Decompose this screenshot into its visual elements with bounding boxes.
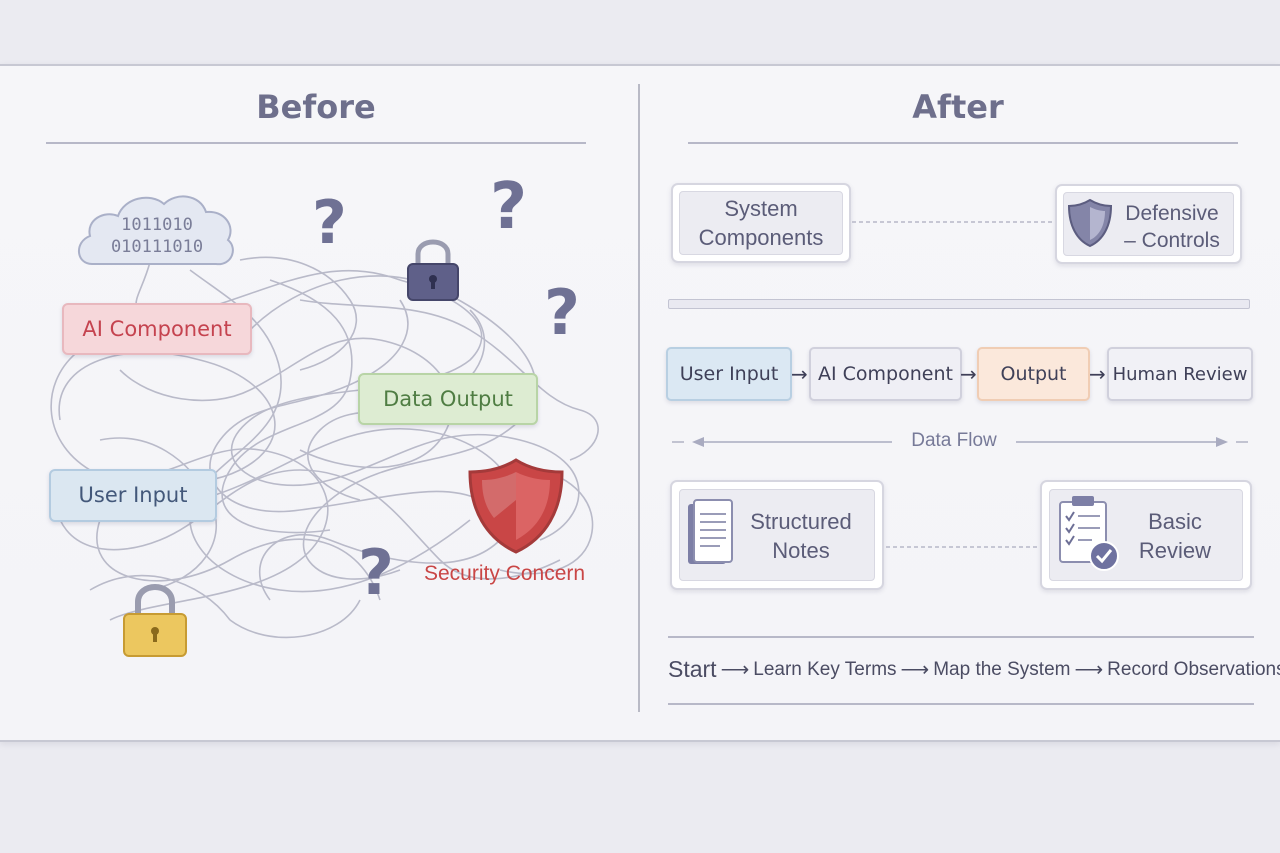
diagram-panel <box>0 64 1280 742</box>
arrow-right-icon: → <box>791 362 808 386</box>
arrow-right-icon: ⟶ <box>900 659 930 681</box>
structured-line-1: Structured <box>750 509 852 534</box>
step-start: Start <box>668 656 717 682</box>
data-output-label: Data Output <box>383 386 513 411</box>
document-icon <box>688 499 733 564</box>
question-mark-icon: ? <box>544 276 580 349</box>
security-concern-label: Security Concern <box>424 562 586 585</box>
binary-text: 1011010 010111010 <box>98 214 216 258</box>
ai-component-node: AI Component <box>62 303 252 355</box>
flow-step-label: AI Component <box>818 363 953 385</box>
basic-line-2: Review <box>1138 537 1212 563</box>
structured-line-2: Notes <box>772 537 830 563</box>
data-flow-label: Data Flow <box>911 430 997 451</box>
flow-step-user-input: User Input <box>666 347 792 401</box>
arrow-right-icon: → <box>960 362 977 386</box>
step-learn-key-terms: Learn Key Terms <box>753 658 897 680</box>
flow-step-human-review: Human Review <box>1107 347 1253 401</box>
flow-step-label: Human Review <box>1112 363 1248 385</box>
binary-cloud-icon <box>78 195 234 266</box>
data-output-node: Data Output <box>358 373 538 425</box>
flow-step-ai-component: AI Component <box>809 347 962 401</box>
ai-component-label: AI Component <box>82 316 232 341</box>
structured-notes-card: Structured Notes <box>670 480 884 590</box>
steps-bottom-rule <box>668 703 1254 705</box>
learning-steps: Start ⟶ Learn Key Terms ⟶ Map the System… <box>668 656 1280 683</box>
data-flow-arrow <box>672 437 1248 447</box>
question-mark-icon: ? <box>312 188 347 258</box>
system-components-card: System Components <box>671 183 851 263</box>
tangled-connections <box>50 256 599 639</box>
flow-step-label: Output <box>1000 363 1067 385</box>
separator-bar <box>668 299 1250 309</box>
lock-icon <box>123 584 187 657</box>
flow-step-label: User Input <box>679 363 779 385</box>
defensive-line-2: – Controls <box>1124 229 1220 253</box>
basic-line-1: Basic <box>1148 509 1202 534</box>
lock-icon <box>407 239 459 301</box>
question-mark-icon: ? <box>358 536 394 609</box>
before-heading: Before <box>256 88 376 126</box>
flow-step-output: Output <box>977 347 1090 401</box>
dashed-connector <box>886 546 1040 548</box>
shield-icon <box>468 458 564 554</box>
shield-icon <box>1067 198 1113 248</box>
before-heading-rule <box>46 142 586 144</box>
arrow-right-icon: → <box>1089 362 1106 386</box>
arrow-right-icon: ⟶ <box>720 659 750 681</box>
user-input-node: User Input <box>49 469 217 522</box>
after-heading: After <box>912 88 1004 126</box>
user-input-label: User Input <box>78 483 188 508</box>
steps-top-rule <box>668 636 1254 638</box>
after-heading-rule <box>688 142 1238 144</box>
arrow-right-icon: ⟶ <box>1074 659 1104 681</box>
binary-line-2: 010111010 <box>110 237 204 257</box>
step-map-the-system: Map the System <box>933 658 1071 680</box>
question-mark-icon: ? <box>490 170 528 244</box>
basic-review-card: Basic Review <box>1040 480 1252 590</box>
center-divider <box>638 84 640 712</box>
system-components-line-1: System <box>724 196 798 221</box>
defensive-controls-card: Defensive – Controls <box>1055 184 1242 264</box>
system-components-line-2: Components <box>698 224 824 250</box>
defensive-line-1: Defensive <box>1125 202 1219 225</box>
binary-line-1: 1011010 <box>121 215 193 235</box>
dashed-connector <box>852 221 1056 223</box>
step-record-observations: Record Observations <box>1107 658 1280 680</box>
checklist-icon <box>1059 496 1119 571</box>
